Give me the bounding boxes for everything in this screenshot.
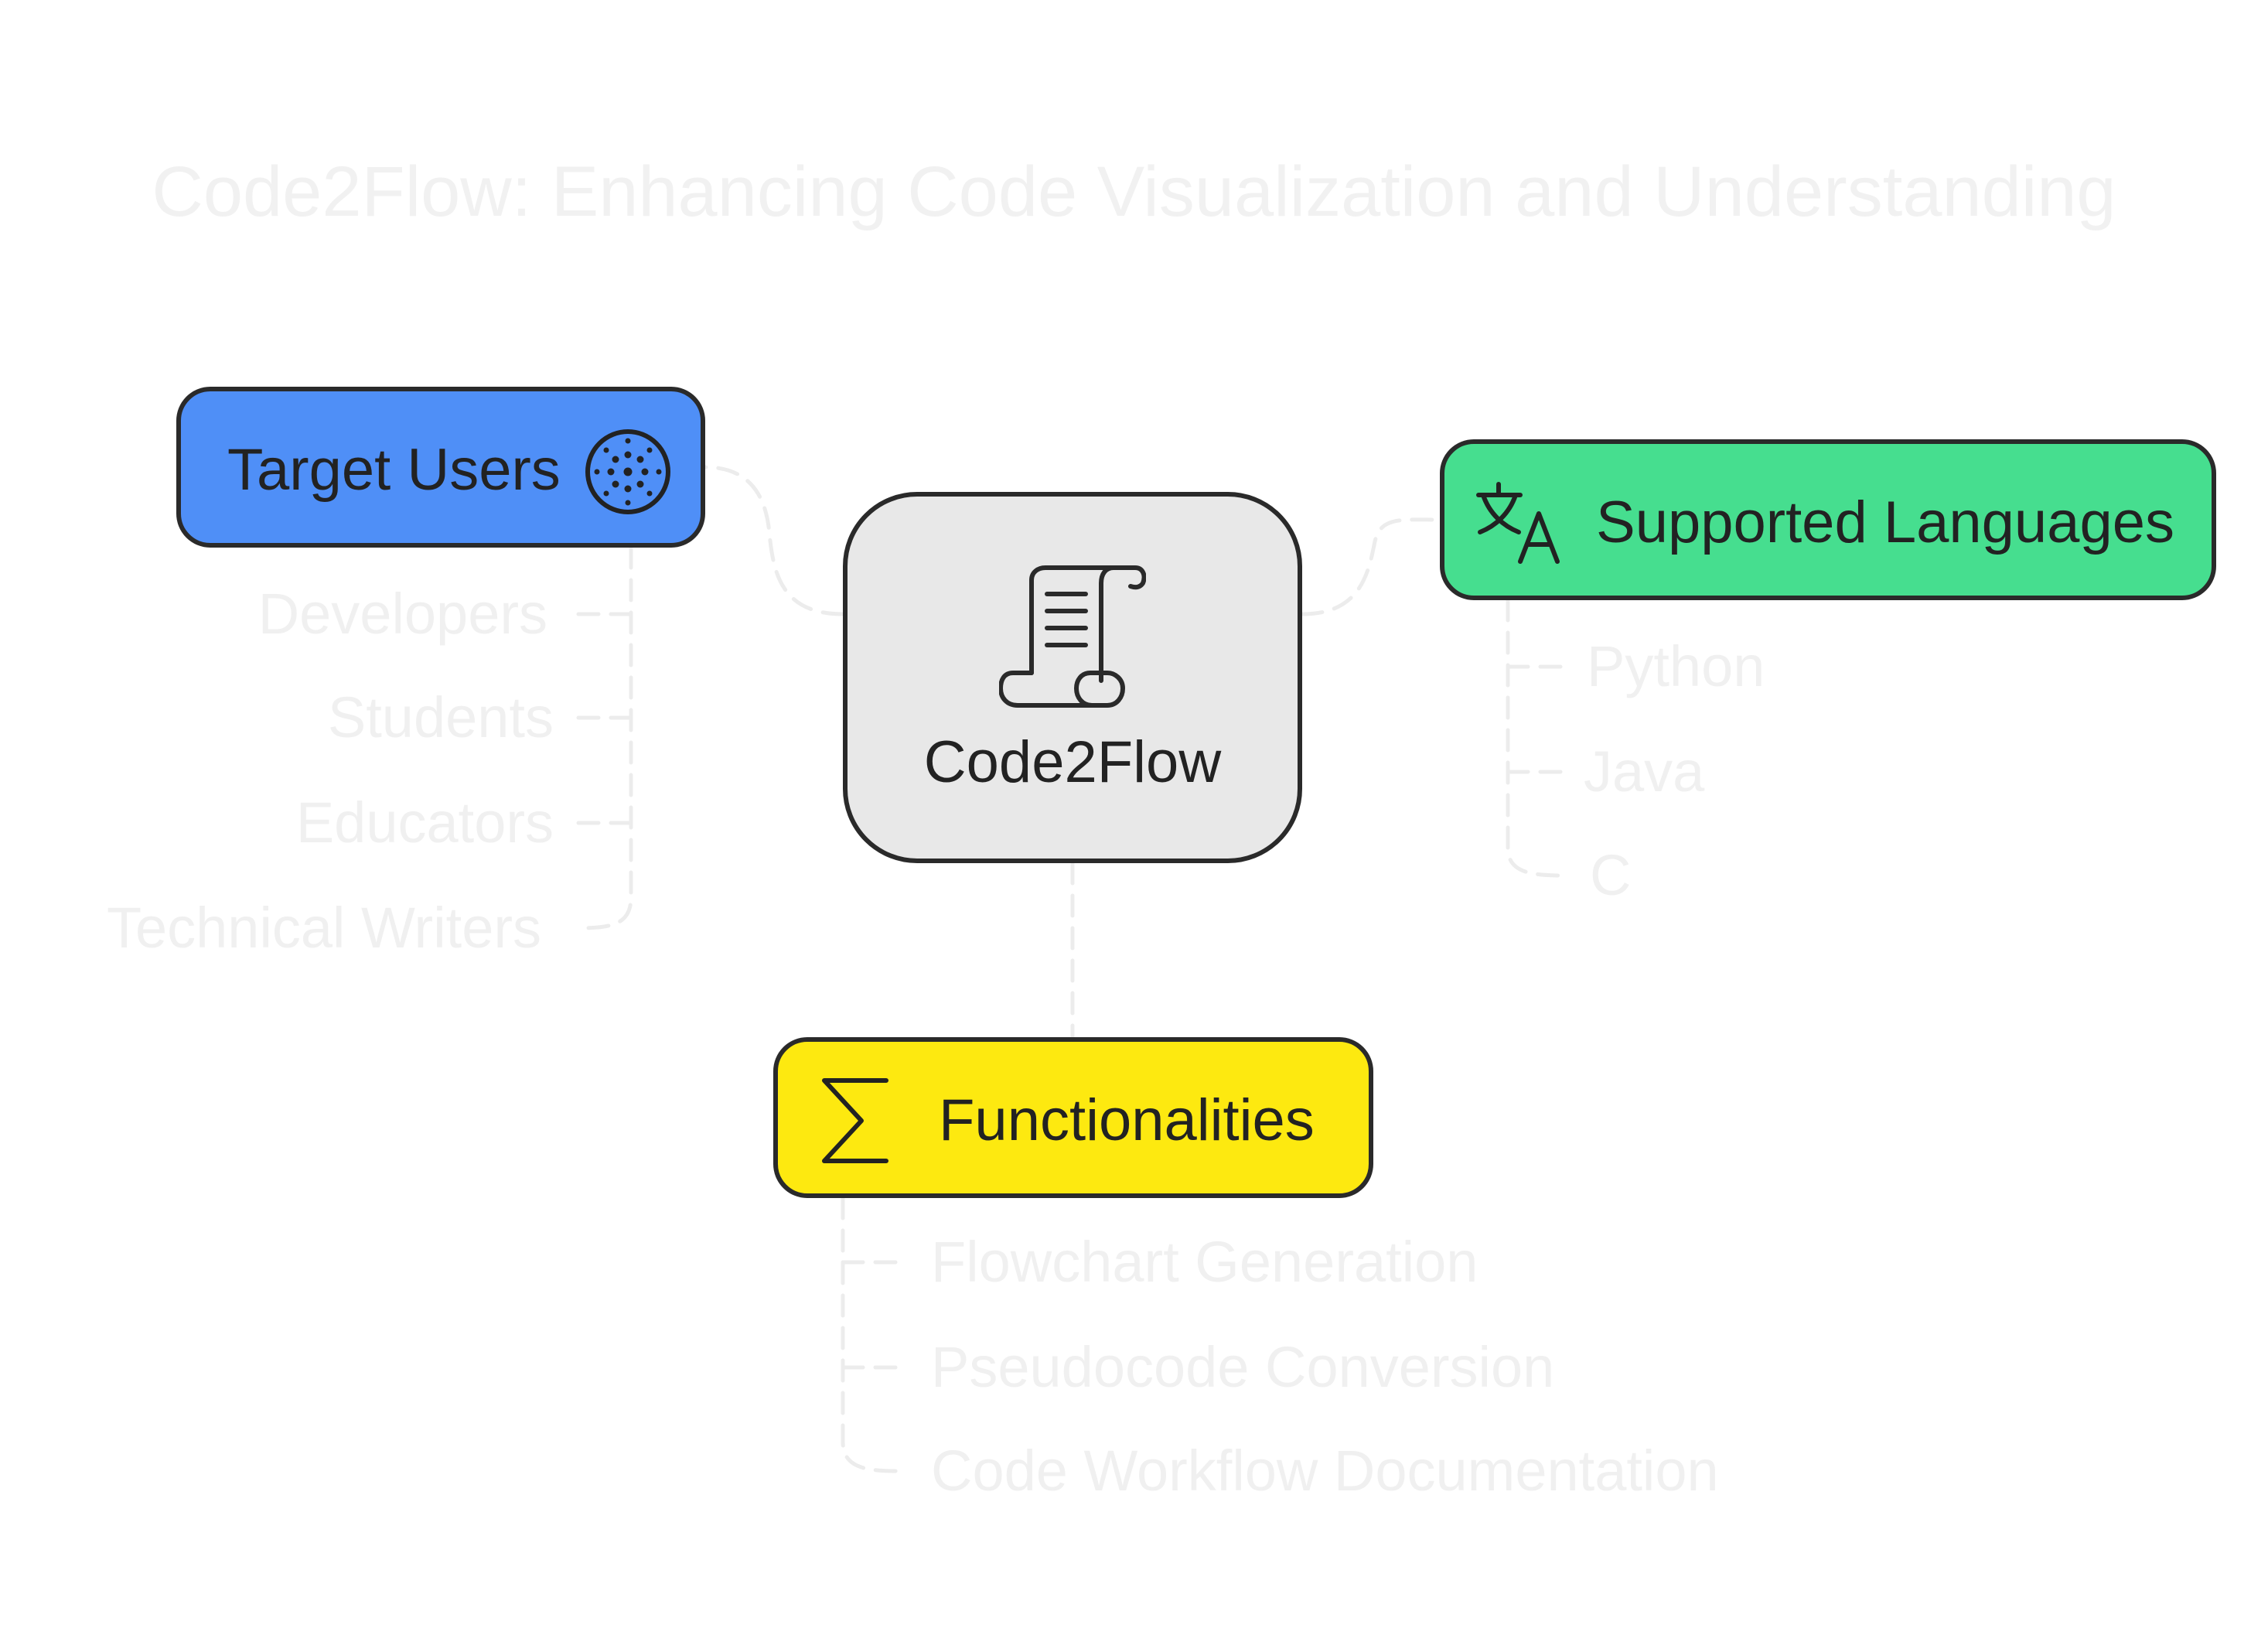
- link-functions-trunk: [841, 1196, 901, 1473]
- leaf-flowchart-generation: Flowchart Generation: [931, 1230, 1478, 1294]
- node-functionalities-label: Functionalities: [939, 1087, 1315, 1153]
- node-target-users: Target Users: [176, 387, 705, 548]
- leaf-students: Students: [327, 685, 554, 749]
- link-users-trunk: [575, 545, 633, 930]
- leaf-code-workflow-documentation: Code Workflow Documentation: [931, 1439, 1719, 1503]
- link-languages-trunk: [1506, 598, 1564, 878]
- node-supported-languages: Supported Languages: [1440, 439, 2216, 600]
- leaf-c: C: [1590, 843, 1632, 907]
- leaf-java: Java: [1584, 739, 1705, 804]
- leaf-technical-writers: Technical Writers: [106, 896, 541, 960]
- node-target-users-label: Target Users: [227, 437, 561, 503]
- leaf-developers: Developers: [257, 582, 547, 646]
- node-central-label: Code2Flow: [923, 729, 1222, 795]
- leaf-educators: Educators: [295, 790, 554, 855]
- node-supported-languages-label: Supported Languages: [1596, 490, 2174, 555]
- translate-icon: [1472, 475, 1565, 568]
- node-central-code2flow: Code2Flow: [843, 492, 1302, 863]
- diagram-title: Code2Flow: Enhancing Code Visualization …: [152, 152, 2116, 231]
- link-central-languages: [1300, 517, 1442, 616]
- sigma-icon: [818, 1074, 895, 1167]
- node-functionalities: Functionalities: [773, 1037, 1373, 1198]
- leaf-pseudocode-conversion: Pseudocode Conversion: [931, 1335, 1555, 1399]
- link-central-users: [703, 465, 845, 616]
- scroll-icon: [999, 565, 1146, 712]
- cells-icon: [583, 427, 673, 517]
- leaf-python: Python: [1587, 634, 1765, 698]
